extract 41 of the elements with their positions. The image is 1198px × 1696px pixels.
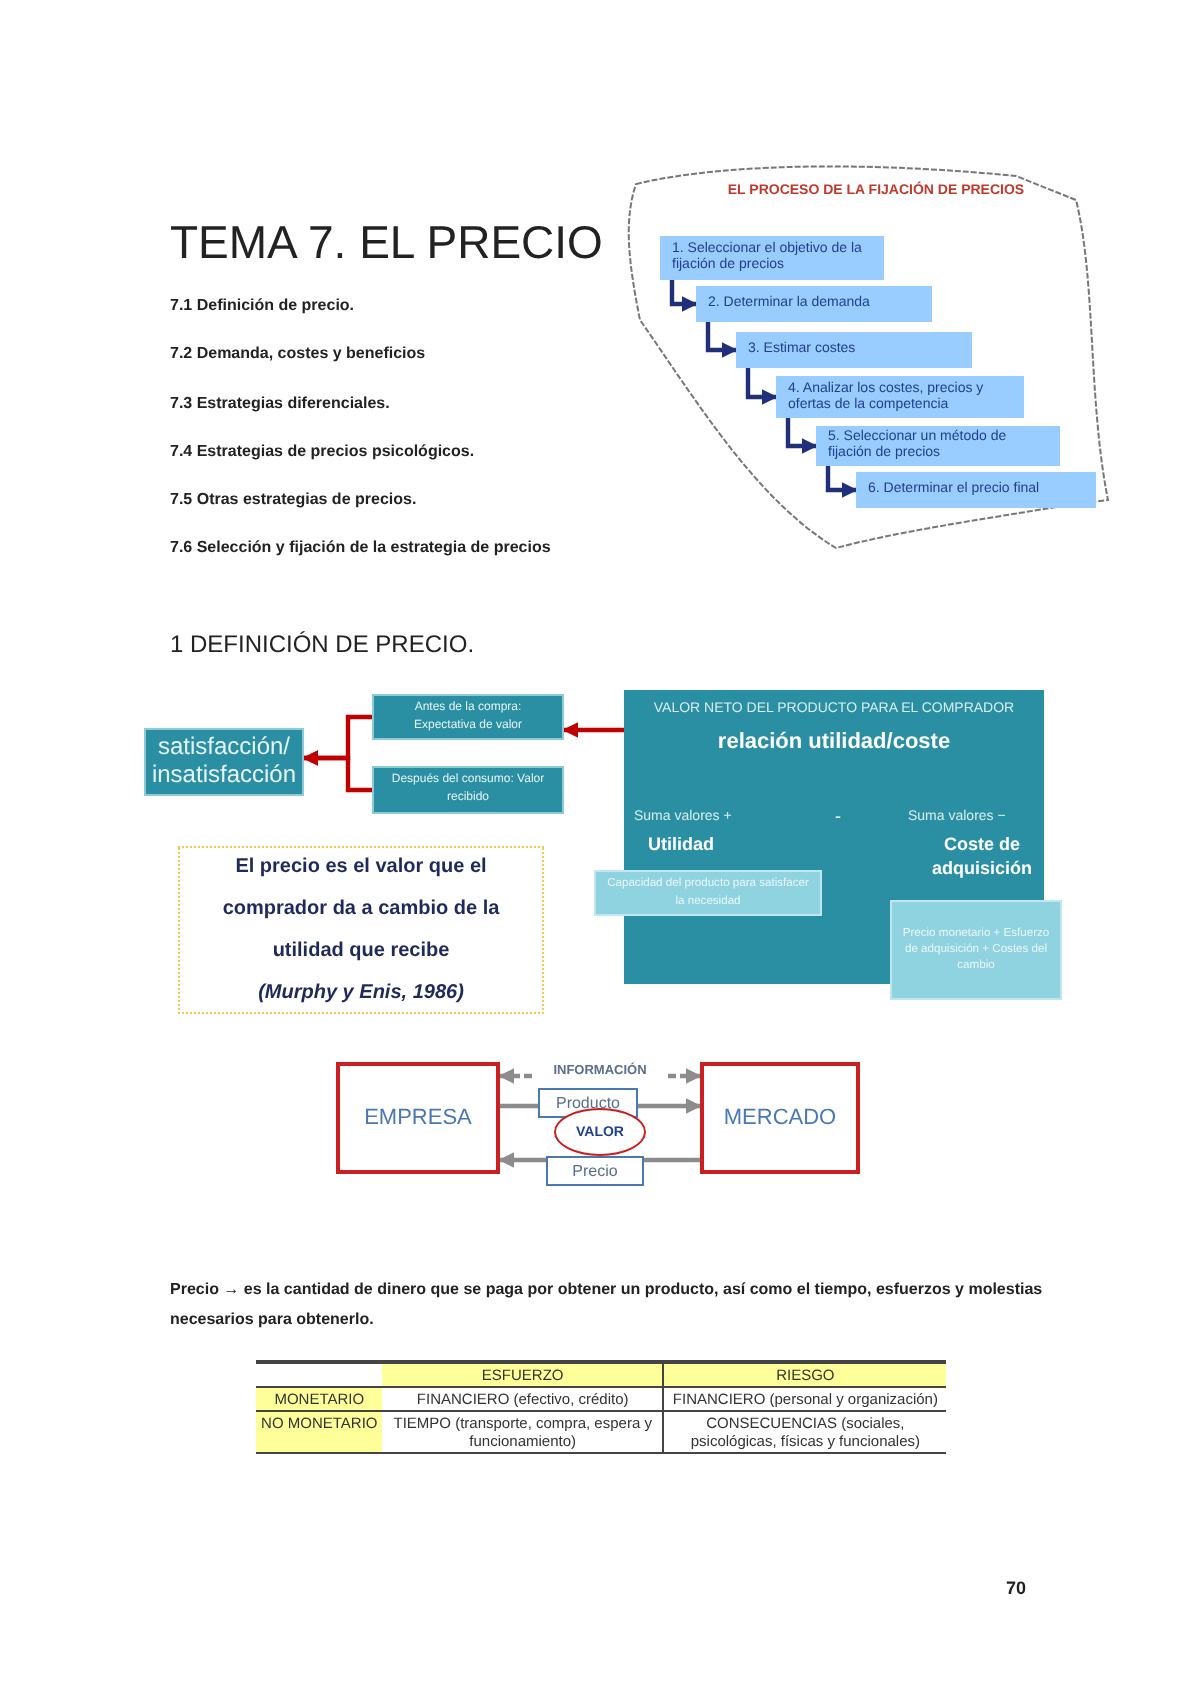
- toc-item: 7.5 Otras estrategias de precios.: [170, 490, 417, 508]
- arrow: [745, 368, 778, 405]
- panel-subheading: relación utilidad/coste: [715, 730, 953, 754]
- process-step-box: [736, 332, 972, 368]
- process-step-box: [776, 376, 1024, 418]
- entity-box: [700, 1062, 860, 1174]
- process-step-box: [660, 236, 884, 280]
- entity-box: [336, 1062, 500, 1174]
- process-step-box: [856, 472, 1096, 508]
- quote-box: [178, 846, 544, 1014]
- arrow: [562, 722, 624, 738]
- arrow: [302, 750, 372, 793]
- arrow: [705, 322, 738, 358]
- panel-text: Coste de adquisición: [929, 834, 1034, 881]
- process-step-box: [696, 286, 932, 322]
- process-step-box: [816, 426, 1060, 466]
- minus-sign: -: [833, 806, 843, 826]
- box-label: satisfacción/ insatisfacción: [150, 734, 298, 790]
- note-box: [890, 900, 1062, 1000]
- arrow: [669, 280, 698, 312]
- page-number: 70: [1006, 1578, 1027, 1598]
- toc-item: 7.2 Demanda, costes y beneficios: [170, 344, 426, 362]
- box-label: EMPRESA: [364, 1106, 472, 1130]
- toc-item: 7.3 Estrategias diferenciales.: [170, 394, 390, 412]
- edge-label: Precio: [546, 1156, 644, 1186]
- citation-text: (Murphy y Enis, 1986): [258, 980, 464, 1008]
- quote-text: El precio es el valor que el comprador da a cambio de la utilidad que recibe: [220, 854, 502, 966]
- section-heading: 1 DEFINICIÓN DE PRECIO.: [170, 630, 475, 658]
- panel-text: Utilidad: [648, 834, 716, 854]
- info-box: [372, 766, 564, 814]
- page-title: TEMA 7. EL PRECIO: [170, 216, 603, 270]
- arrow: [825, 466, 858, 498]
- toc-item: 7.1 Definición de precio.: [170, 296, 355, 314]
- arrow: [785, 418, 818, 454]
- box-label: MERCADO: [723, 1106, 837, 1130]
- note-box: [594, 870, 822, 916]
- highlight-ellipse: [554, 1108, 646, 1156]
- toc-item: 7.6 Selección y fijación de la estrategia de precios: [170, 538, 551, 556]
- paragraph: Precio → es la cantidad de dinero que se paga por obtener un producto, así como el tiempo, esfuerzos y molestias necesarios para obtenerlo.: [170, 1278, 1045, 1333]
- info-box: [372, 694, 564, 740]
- toc-item: 7.4 Estrategias de precios psicológicos.: [170, 442, 475, 460]
